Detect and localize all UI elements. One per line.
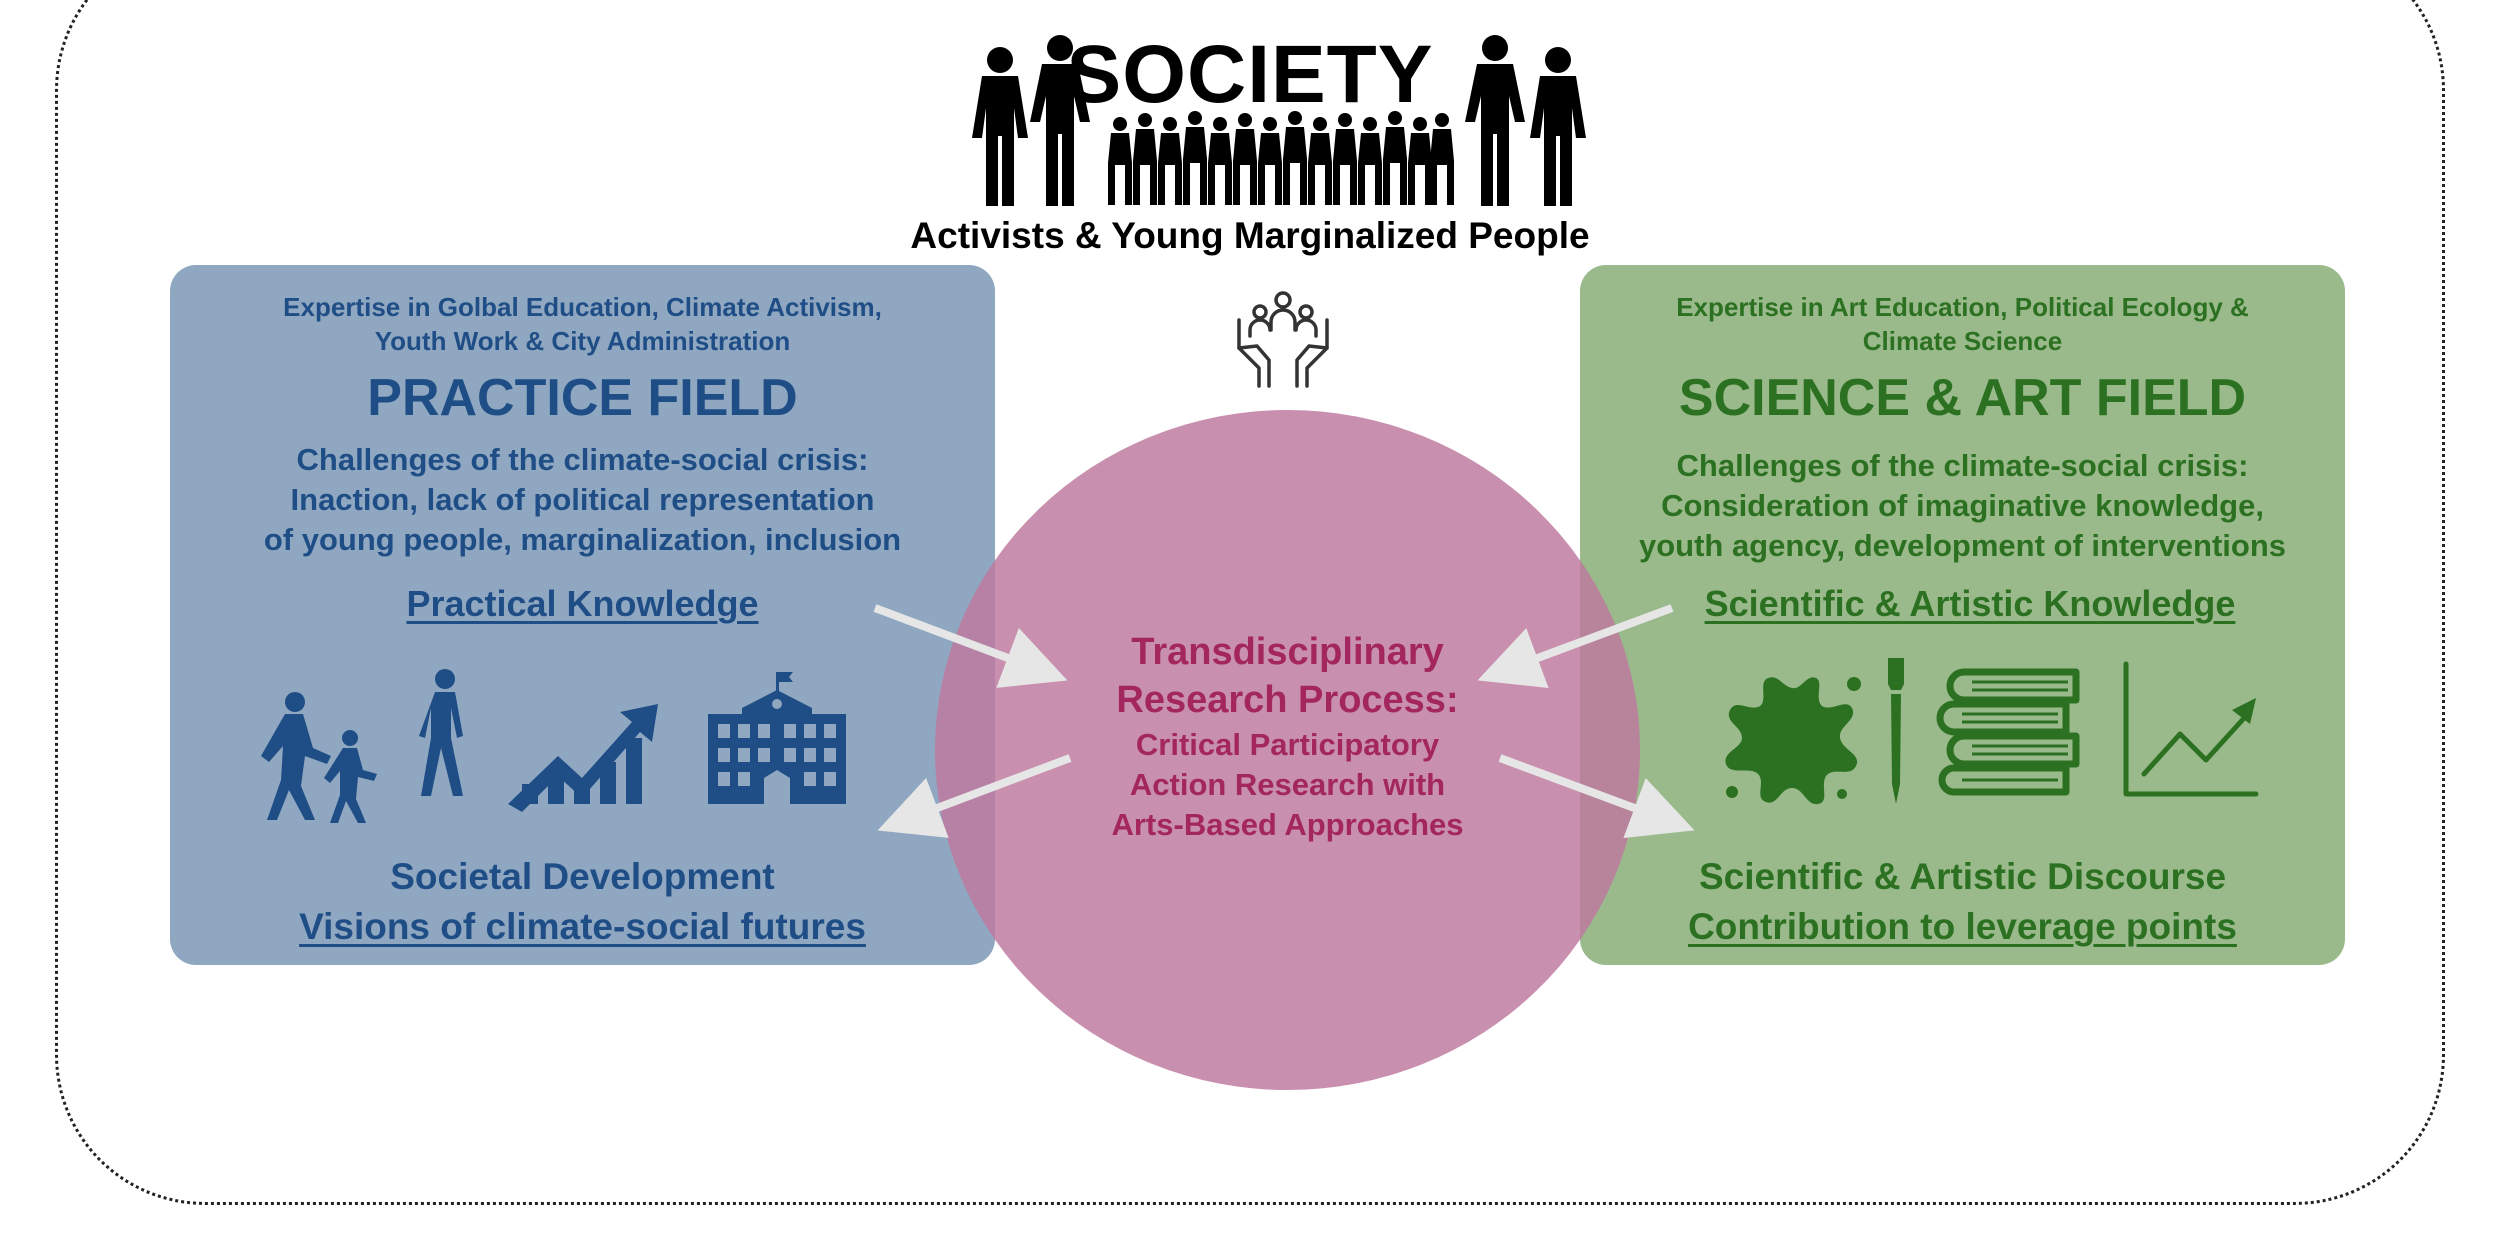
practical-knowledge-label: Practical Knowledge <box>406 583 759 624</box>
science-outcomes: Scientific & Artistic Discourse Contribu… <box>1580 852 2345 952</box>
practice-field-panel <box>170 265 995 965</box>
practice-field-title: PRACTICE FIELD <box>367 369 798 427</box>
arrow-process-to-discourse <box>1498 754 1695 839</box>
science-challenge-line1: Challenges of the climate-social crisis: <box>1676 448 2249 483</box>
societal-development-label: Societal Development <box>390 856 775 897</box>
research-process-title: Transdisciplinary Research Process: <box>1030 628 1545 724</box>
arrow-scientific-to-process <box>1477 604 1674 689</box>
paint-splash-icon <box>1725 677 1861 805</box>
walking-person-icon <box>419 669 463 796</box>
science-challenge-line2: Consideration of imaginative knowledge, <box>1661 488 2264 523</box>
growth-chart-icon <box>508 704 658 812</box>
society-subtitle: Activists & Young Marginalized People <box>910 215 1590 256</box>
science-art-field-panel <box>1580 265 2345 965</box>
hands-holding-people-icon <box>1237 291 1329 388</box>
arrow-practical-to-process <box>873 604 1068 688</box>
research-process-description: Critical Participatory Action Research w… <box>1030 725 1545 845</box>
research-desc-line3: Arts-Based Approaches <box>1111 807 1464 842</box>
science-expertise-line2: Climate Science <box>1862 326 2063 356</box>
science-field-title: SCIENCE & ART FIELD <box>1678 369 2247 427</box>
practice-challenge-line1: Challenges of the climate-social crisis: <box>296 442 869 477</box>
line-chart-icon <box>2123 661 2259 797</box>
running-family-icon <box>261 692 377 823</box>
arrow-process-to-societal <box>877 754 1072 838</box>
scientific-artistic-knowledge-label: Scientific & Artistic Knowledge <box>1704 583 2236 624</box>
research-desc-line2: Action Research with <box>1129 767 1446 802</box>
research-desc-line1: Critical Participatory <box>1135 727 1440 762</box>
school-building-icon <box>708 672 846 804</box>
practice-expertise-line1: Expertise in Golbal Education, Climate A… <box>283 292 882 322</box>
practice-challenge-line2: Inaction, lack of political representati… <box>290 482 875 517</box>
paintbrush-icon <box>1888 658 1904 804</box>
practice-expertise-line2: Youth Work & City Administration <box>374 326 791 356</box>
practice-expertise: Expertise in Golbal Education, Climate A… <box>170 290 995 358</box>
research-title-line1: Transdisciplinary <box>1131 631 1444 673</box>
crowd-silhouette-icon <box>972 35 1586 206</box>
diagram-frame <box>55 0 2445 1205</box>
society-title: SOCIETY <box>1066 29 1434 120</box>
practice-challenge-line3: of young people, marginalization, inclus… <box>263 522 902 557</box>
science-challenges: Challenges of the climate-social crisis:… <box>1580 446 2345 566</box>
science-challenge-line3: youth agency, development of interventio… <box>1638 528 2287 563</box>
science-expertise-line1: Expertise in Art Education, Political Ec… <box>1676 292 2249 322</box>
scientific-discourse-label: Scientific & Artistic Discourse <box>1698 856 2227 897</box>
practice-challenges: Challenges of the climate-social crisis:… <box>170 440 995 560</box>
books-stack-icon <box>1936 668 2080 796</box>
leverage-points-label: Contribution to leverage points <box>1688 906 2237 947</box>
practice-outcomes: Societal Development Visions of climate-… <box>170 852 995 952</box>
research-process-circle <box>935 410 1640 1090</box>
research-title-line2: Research Process: <box>1116 679 1459 721</box>
science-expertise: Expertise in Art Education, Political Ec… <box>1580 290 2345 358</box>
visions-futures-label: Visions of climate-social futures <box>299 906 866 947</box>
